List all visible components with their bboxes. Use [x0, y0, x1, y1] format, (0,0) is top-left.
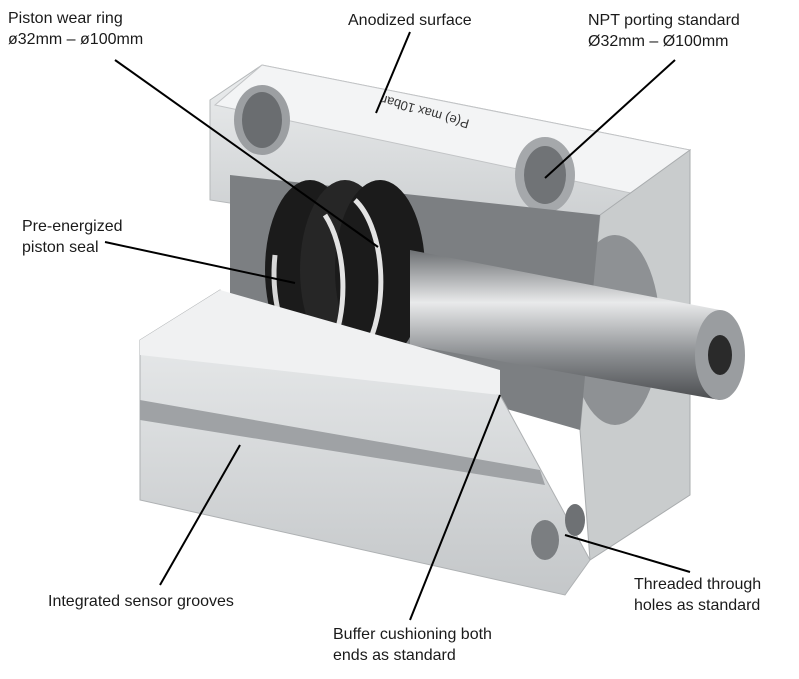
leader-anodized	[375, 31, 411, 114]
through-hole	[531, 520, 559, 560]
sensor-groove	[140, 400, 545, 485]
leader-buffer	[409, 394, 501, 621]
through-hole	[565, 504, 585, 536]
leader-npt	[544, 59, 676, 179]
label-npt-porting: NPT porting standard Ø32mm – Ø100mm	[588, 10, 740, 52]
label-line: Threaded through	[634, 576, 762, 593]
label-line: ends as standard	[333, 647, 456, 664]
label-anodized-surface: Anodized surface	[348, 10, 472, 31]
leader-threaded	[564, 534, 691, 573]
label-sensor-grooves: Integrated sensor grooves	[48, 591, 234, 612]
label-line: Ø32mm – Ø100mm	[588, 33, 729, 50]
label-line: Pre-energized	[22, 218, 123, 235]
label-line: Buffer cushioning both	[333, 626, 492, 643]
leader-lines	[104, 31, 691, 621]
label-buffer-cushioning: Buffer cushioning both ends as standard	[333, 624, 492, 666]
label-line: NPT porting standard	[588, 12, 740, 29]
label-line: Anodized surface	[348, 12, 472, 29]
port-right	[515, 137, 575, 213]
leader-seal	[104, 241, 296, 284]
label-line: ø32mm – ø100mm	[8, 31, 144, 48]
leader-wear-ring	[114, 59, 379, 248]
label-threaded-holes: Threaded through holes as standard	[634, 574, 761, 616]
leader-grooves	[159, 444, 241, 586]
label-line: holes as standard	[634, 597, 761, 614]
label-piston-wear-ring: Piston wear ring ø32mm – ø100mm	[8, 8, 143, 50]
piston	[265, 180, 425, 360]
label-line: Integrated sensor grooves	[48, 593, 234, 610]
piston-rod	[410, 250, 745, 400]
label-line: Piston wear ring	[8, 10, 123, 27]
label-line: piston seal	[22, 239, 99, 256]
label-piston-seal: Pre-energized piston seal	[22, 216, 123, 258]
port-left	[234, 85, 290, 155]
